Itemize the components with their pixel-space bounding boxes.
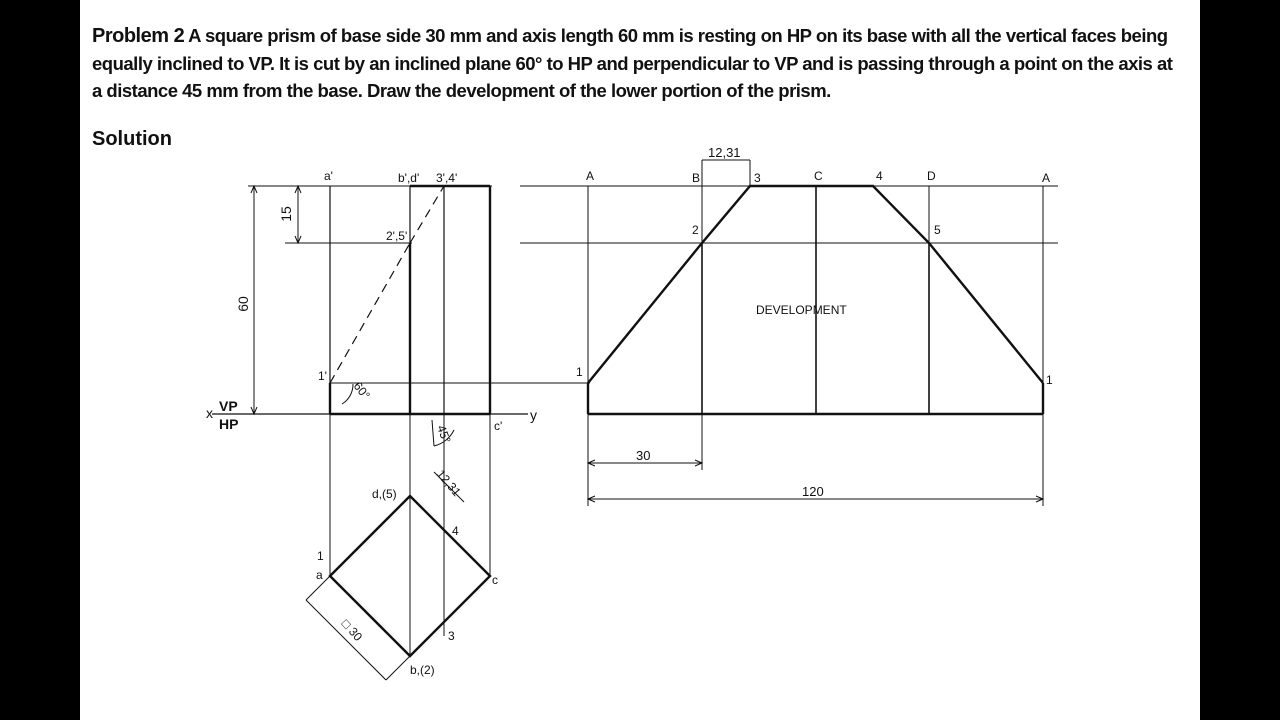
label-offset-12-31: 12,31: [434, 467, 464, 499]
dev-dim-120-label: 120: [802, 484, 824, 499]
dev-label-C: C: [814, 169, 823, 183]
dim-line-12-31: [433, 471, 465, 503]
development-view: [520, 159, 1058, 506]
label-4: 4: [452, 524, 459, 538]
dim-arrow-15-bottom: [294, 235, 302, 245]
dev-label-5: 5: [934, 223, 941, 237]
problem-label: Problem 2: [92, 25, 185, 47]
dev-label-2: 2: [692, 223, 699, 237]
dev-arrow-30-left: [586, 459, 596, 467]
label-d5: d,(5): [372, 487, 397, 501]
angle-45-mark: [431, 419, 435, 447]
dev-label-1-right: 1: [1046, 373, 1053, 387]
dev-cut-outline: [587, 184, 1044, 384]
dev-arrow-120-left: [586, 495, 596, 503]
label-a-prime: a': [324, 169, 333, 183]
dim-ext-a: [305, 575, 331, 601]
dev-arrow-30-right: [694, 459, 704, 467]
label-angle-45: 45°: [434, 423, 453, 445]
label-dim-15: 15: [278, 206, 294, 222]
dev-label-B: B: [692, 171, 700, 185]
label-a: a: [316, 568, 323, 582]
problem-statement: Problem 2 A square prism of base side 30…: [92, 22, 1182, 104]
dev-arrow-120-right: [1035, 495, 1045, 503]
dev-label-3: 3: [754, 171, 761, 185]
dev-label-1-left: 1: [576, 365, 583, 379]
engineering-drawing: a' b',d' 3',4' 2',5' 1' c' 60° 60 15 x y…: [206, 145, 1058, 681]
label-c: c: [492, 573, 498, 587]
label-c-prime: c': [494, 419, 502, 433]
angle-45-arc: [433, 429, 455, 447]
problem-text: A square prism of base side 30 mm and ax…: [92, 25, 1173, 101]
label-3-4-prime: 3',4': [436, 171, 457, 185]
label-3: 3: [448, 629, 455, 643]
label-y: y: [530, 407, 537, 423]
dev-label-4: 4: [876, 169, 883, 183]
cutting-plane-trace-upper: [409, 185, 445, 244]
label-1-prime: 1': [318, 369, 327, 383]
dev-label-D: D: [927, 169, 936, 183]
solution-heading: Solution: [92, 128, 172, 150]
dim-line-side-30: [305, 599, 387, 681]
cutting-plane-trace: [329, 242, 411, 384]
dim-ext-b: [385, 655, 411, 681]
dev-dim-30-label: 30: [636, 448, 650, 463]
label-dim-60: 60: [235, 296, 251, 312]
label-2-5-prime: 2',5': [386, 229, 407, 243]
dim-arrow-15-top: [294, 184, 302, 194]
square-base-outline: [328, 494, 492, 658]
label-b-d-prime: b',d': [398, 171, 419, 185]
label-b2: b,(2): [410, 663, 435, 677]
drawing-sheet: Problem 2 A square prism of base side 30…: [80, 0, 1200, 720]
label-x: x: [206, 405, 213, 421]
label-1-top: 1: [317, 549, 324, 563]
label-side-30: □ 30: [339, 617, 366, 644]
top-view: [305, 414, 492, 681]
dev-label-A-left: A: [586, 169, 594, 183]
label-vp: VP: [219, 398, 238, 414]
label-hp: HP: [219, 416, 238, 432]
angle-60-arc: [341, 383, 354, 405]
dev-title: DEVELOPMENT: [756, 303, 847, 317]
dev-dim-12-31-label: 12,31: [708, 145, 741, 160]
dev-label-A-right: A: [1042, 171, 1050, 185]
dim-arrow-60-top: [250, 184, 258, 194]
front-view: [248, 184, 590, 416]
